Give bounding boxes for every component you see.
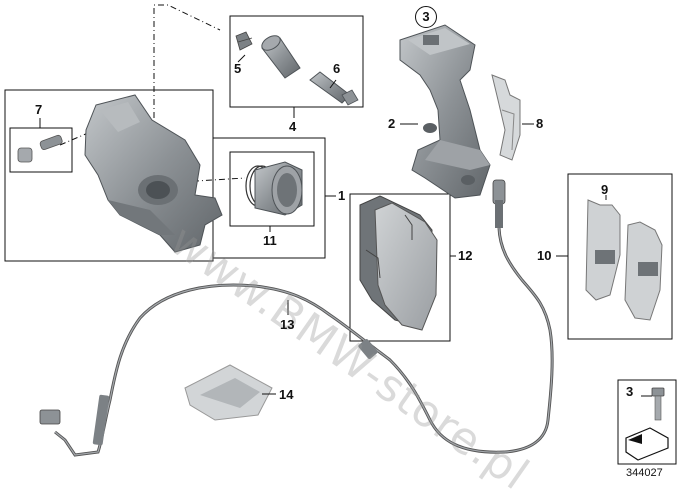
brake-caliper	[84, 94, 223, 253]
wear-sensor-cable	[39, 283, 506, 457]
label-12: 12	[458, 248, 473, 263]
label-4: 4	[289, 119, 297, 134]
bolt-box	[617, 379, 677, 465]
label-1: 1	[338, 188, 346, 203]
dashdot-line-piston	[179, 177, 246, 183]
label-8: 8	[536, 116, 544, 131]
label-2: 2	[388, 116, 396, 131]
diagram-canvas	[4, 4, 677, 465]
caliper-piston	[254, 161, 303, 216]
caliper-outline-right	[213, 137, 326, 259]
reference-number: 344027	[626, 467, 663, 479]
label-14: 14	[279, 387, 294, 402]
guide-pin-box	[229, 15, 364, 108]
parts-diagram: www.BMW-store.pl 3 5 6 4 7 2 8 1 11 12 9…	[4, 4, 677, 501]
grease-packet	[184, 364, 273, 421]
label-11: 11	[263, 233, 277, 248]
caliper-bolt	[651, 387, 665, 421]
anti-rattle-clip	[491, 74, 521, 161]
dust-boot	[235, 31, 253, 51]
label-13: 13	[280, 317, 295, 332]
pad-spring-left	[585, 199, 621, 301]
caliper-carrier	[399, 24, 491, 199]
dashdot-line-top	[153, 4, 221, 118]
pad-spring-right	[624, 221, 663, 321]
caliper-group-box	[4, 89, 214, 262]
label-5: 5	[234, 61, 242, 76]
pad-box	[349, 193, 451, 342]
brake-pad-set	[359, 195, 438, 331]
guide-pin	[309, 71, 359, 106]
piston-box	[229, 151, 315, 227]
label-9: 9	[601, 182, 609, 197]
label-6: 6	[333, 61, 341, 76]
label-3-circled: 3	[415, 6, 437, 28]
pad-wear-sensor	[492, 179, 554, 454]
tool-arrow-icon	[625, 427, 669, 461]
label-7: 7	[35, 102, 43, 117]
bleeder-box	[9, 127, 73, 173]
bleeder-valve	[17, 134, 63, 163]
label-10: 10	[537, 248, 552, 263]
guide-sleeve	[261, 35, 301, 79]
label-3-bolt: 3	[626, 384, 634, 399]
